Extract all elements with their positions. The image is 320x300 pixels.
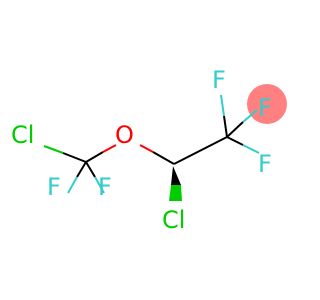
- bond-c3-f-highlight: [226, 121, 244, 138]
- bond-cl-c1: [43, 145, 64, 154]
- chlorine-bottom-label: Cl: [162, 206, 185, 234]
- wedge-bond-c2-cl: [171, 166, 181, 185]
- bond-c3-f-right-cyan: [242, 144, 260, 154]
- bond-c1-f-mid: [85, 161, 96, 178]
- molecule-structure: Cl O F F Cl F F F: [11, 66, 287, 234]
- bond-c3-f-top: [223, 115, 228, 138]
- bond-c3-f-highlight-cyan: [242, 109, 258, 123]
- bond-c1-f-mid-cyan: [94, 176, 105, 194]
- highlighted-fluorine-marker: [247, 84, 287, 124]
- bond-c3-f-top-cyan: [220, 94, 225, 117]
- bond-c2-c3: [173, 136, 228, 165]
- bond-c1-o-red: [102, 144, 117, 153]
- fluorine-right-label: F: [258, 150, 272, 178]
- fluorine-bottom-middle-label: F: [98, 173, 112, 201]
- bond-cl-c1-dark: [62, 152, 87, 163]
- oxygen-label: O: [115, 121, 134, 149]
- bond-c1-f-left: [76, 161, 87, 178]
- wedge-bond-c2-cl-green: [169, 185, 182, 201]
- chlorine-left-label: Cl: [11, 121, 34, 149]
- bond-o-c2: [152, 151, 175, 165]
- bond-c1-o: [85, 151, 104, 163]
- bond-c1-f-left-cyan: [67, 176, 78, 194]
- molecule-canvas: Cl O F F Cl F F F: [11, 66, 287, 234]
- bond-c3-f-right: [226, 136, 244, 146]
- fluorine-highlighted-label: F: [258, 94, 272, 122]
- bond-o-c2-red: [139, 144, 154, 153]
- fluorine-bottom-left-label: F: [47, 173, 61, 201]
- fluorine-top-label: F: [212, 66, 226, 94]
- bond-group: [43, 94, 260, 194]
